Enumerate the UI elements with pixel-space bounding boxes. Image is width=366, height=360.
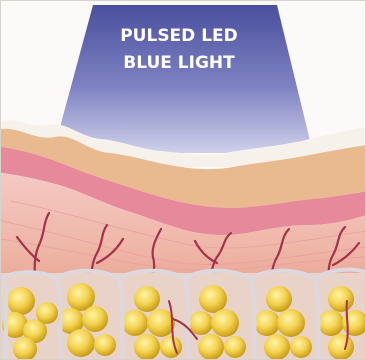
beam-label-line1: PULSED LED xyxy=(120,26,238,46)
beam-label-line2: BLUE LIGHT xyxy=(123,53,235,73)
